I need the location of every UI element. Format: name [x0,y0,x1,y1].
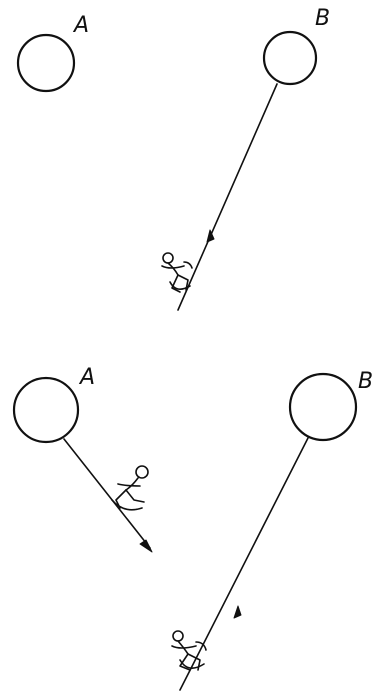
arrowhead-b-bottom [234,606,241,618]
circle-a-bottom [14,378,78,442]
path-to-b-bottom [180,438,308,690]
path-from-a-bottom [64,439,150,548]
circle-a-top [18,35,74,91]
panel-top: A B [18,6,330,310]
walker-figure-top [162,253,192,292]
arrowhead-a-bottom [140,540,152,552]
path-to-b-top [178,84,277,310]
circle-b-top [264,32,316,84]
panel-bottom: A B [14,365,373,690]
label-a-top: A [72,13,89,38]
label-a-bottom: A [78,365,95,390]
circle-b-bottom [290,374,356,440]
label-b-top: B [315,6,330,31]
walker-figure-a-bottom [112,466,148,510]
label-b-bottom: B [358,369,373,394]
